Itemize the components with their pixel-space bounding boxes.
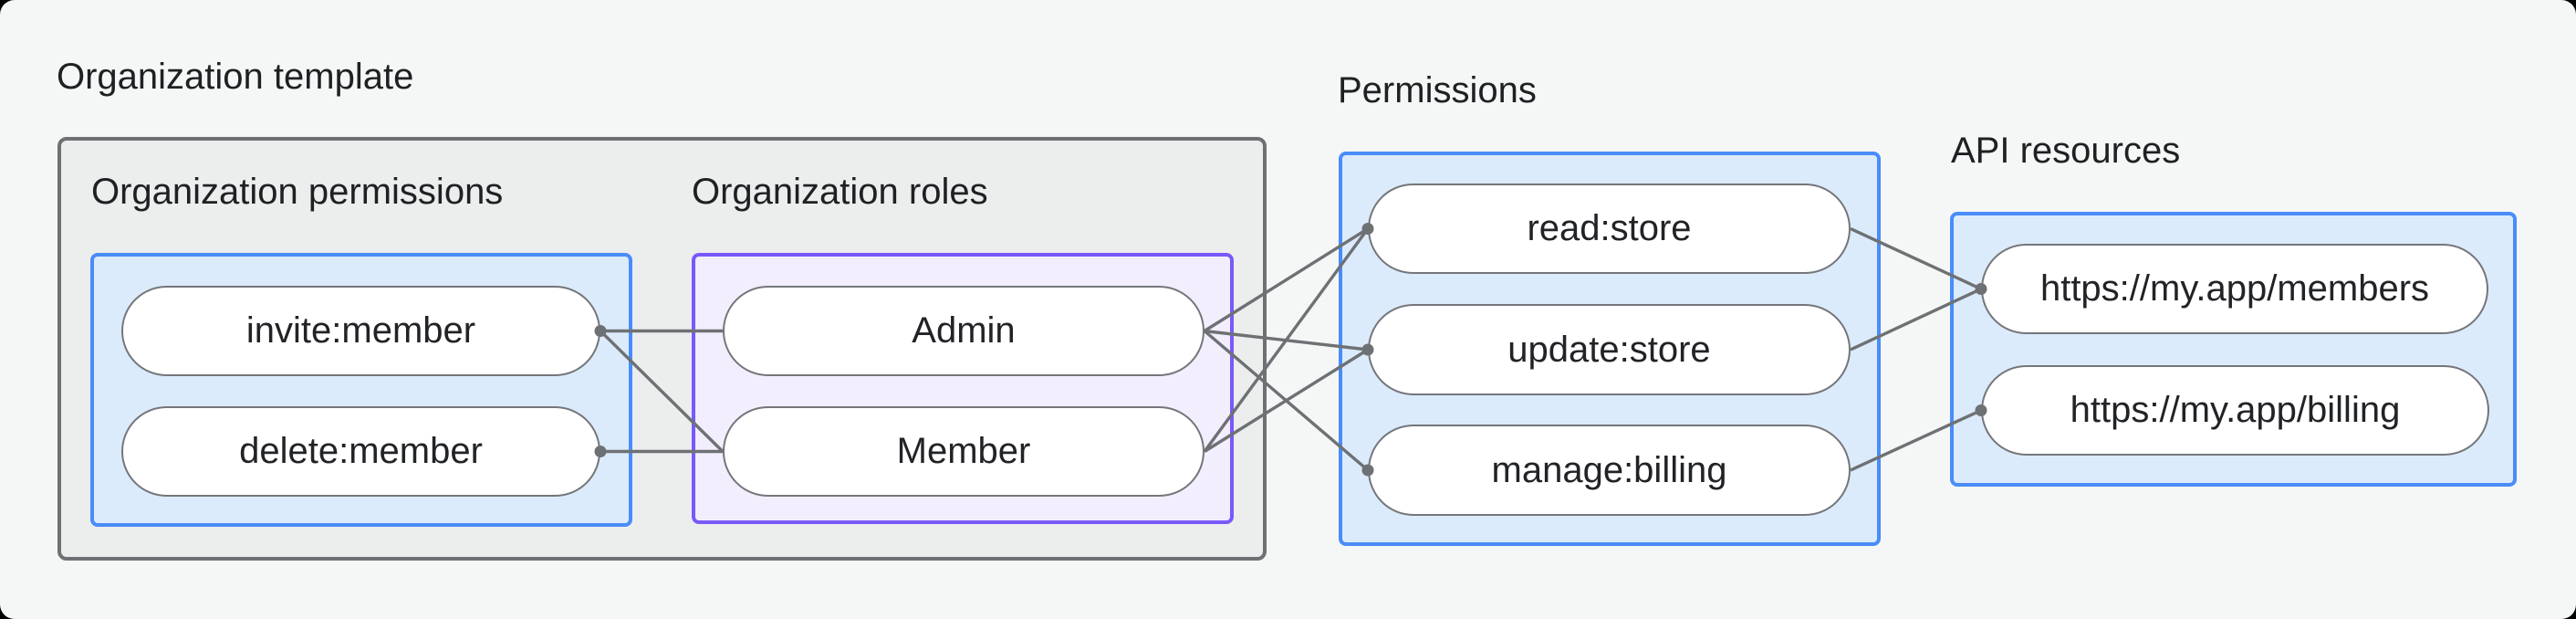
org-template-heading: Organization template: [57, 57, 414, 97]
api-resources-heading: API resources: [1951, 131, 2181, 171]
node-admin: Admin: [723, 286, 1205, 376]
node-billing-api: https://my.app/billing: [1981, 365, 2489, 456]
node-invite: invite:member: [121, 286, 600, 376]
permissions-heading: Permissions: [1338, 70, 1537, 110]
org-roles-heading: Organization roles: [692, 172, 988, 212]
node-member: Member: [723, 406, 1205, 497]
node-delete: delete:member: [121, 406, 600, 497]
node-update: update:store: [1368, 304, 1851, 395]
node-manage: manage:billing: [1368, 425, 1851, 516]
node-read: read:store: [1368, 184, 1851, 274]
node-members-api: https://my.app/members: [1981, 244, 2488, 334]
org-permissions-heading: Organization permissions: [91, 172, 504, 212]
